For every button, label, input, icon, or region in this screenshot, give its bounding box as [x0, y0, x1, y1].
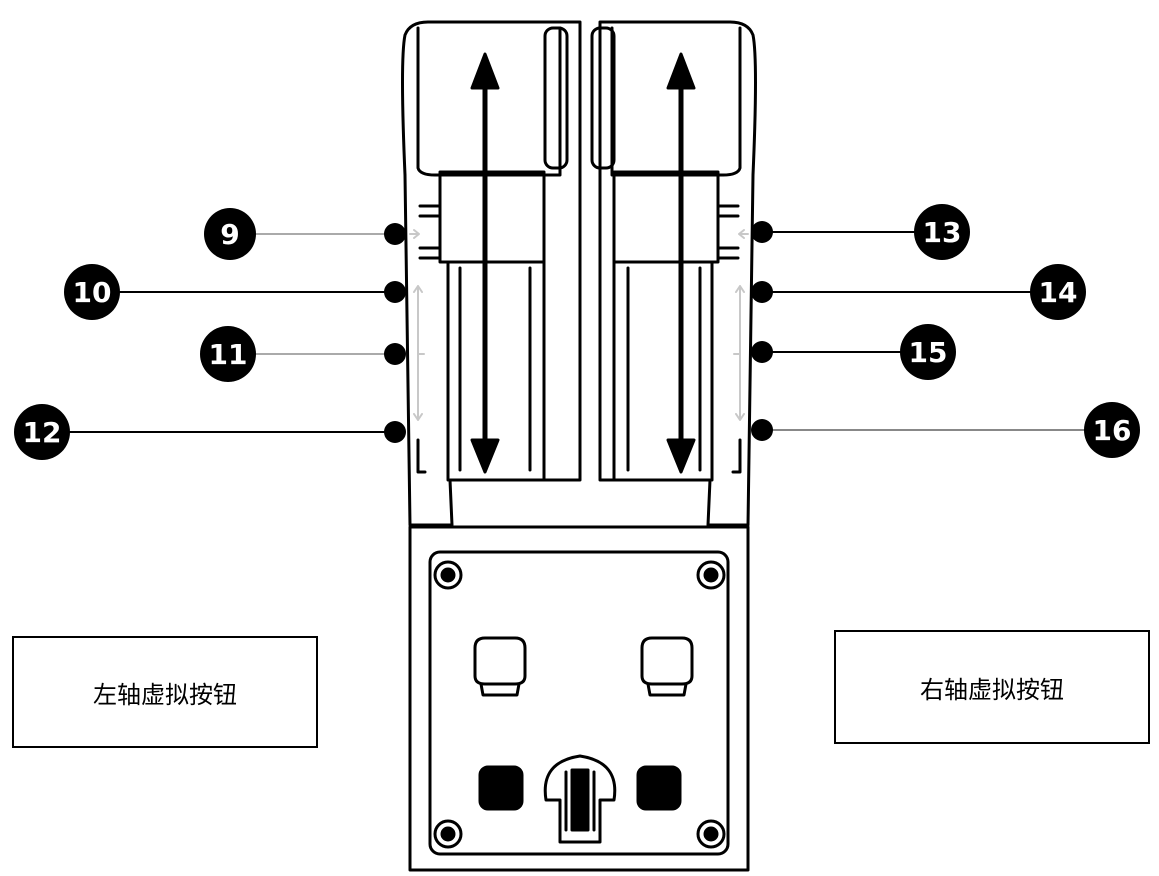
- right-axis-label-text: 右轴虚拟按钮: [920, 675, 1064, 704]
- callout-12-label: 12: [23, 416, 62, 449]
- callout-9-label: 9: [220, 218, 239, 251]
- callout-14: 14: [1030, 264, 1086, 320]
- throttle-base: [408, 525, 750, 872]
- left-axis-label-text: 左轴虚拟按钮: [93, 680, 237, 709]
- left-axis-virtual-buttons-label: 左轴虚拟按钮: [12, 636, 318, 748]
- left-throttle-lever: [401, 20, 582, 527]
- right-throttle-lever: [590, 20, 757, 527]
- callout-13-label: 13: [923, 216, 962, 249]
- callout-leader-lines: [41, 231, 1113, 433]
- callout-13: 13: [914, 204, 970, 260]
- screw-icons: [433, 560, 726, 849]
- base-controls: [473, 636, 694, 844]
- virtual-zone-arrows: [409, 229, 749, 421]
- right-travel-arrow-icon: [666, 52, 696, 474]
- callout-9: 9: [204, 208, 256, 260]
- left-virtual-button-markers: [384, 223, 406, 443]
- callout-12: 12: [14, 404, 70, 460]
- callout-16: 16: [1084, 402, 1140, 458]
- callout-14-label: 14: [1039, 276, 1078, 309]
- right-axis-virtual-buttons-label: 右轴虚拟按钮: [834, 630, 1150, 744]
- callout-11-label: 11: [209, 338, 248, 371]
- callout-15: 15: [900, 324, 956, 380]
- callout-15-label: 15: [909, 336, 948, 369]
- right-virtual-button-markers: [751, 221, 773, 441]
- callout-11: 11: [200, 326, 256, 382]
- callout-10-label: 10: [73, 276, 112, 309]
- callout-10: 10: [64, 264, 120, 320]
- callout-16-label: 16: [1093, 414, 1132, 447]
- left-travel-arrow-icon: [470, 52, 500, 474]
